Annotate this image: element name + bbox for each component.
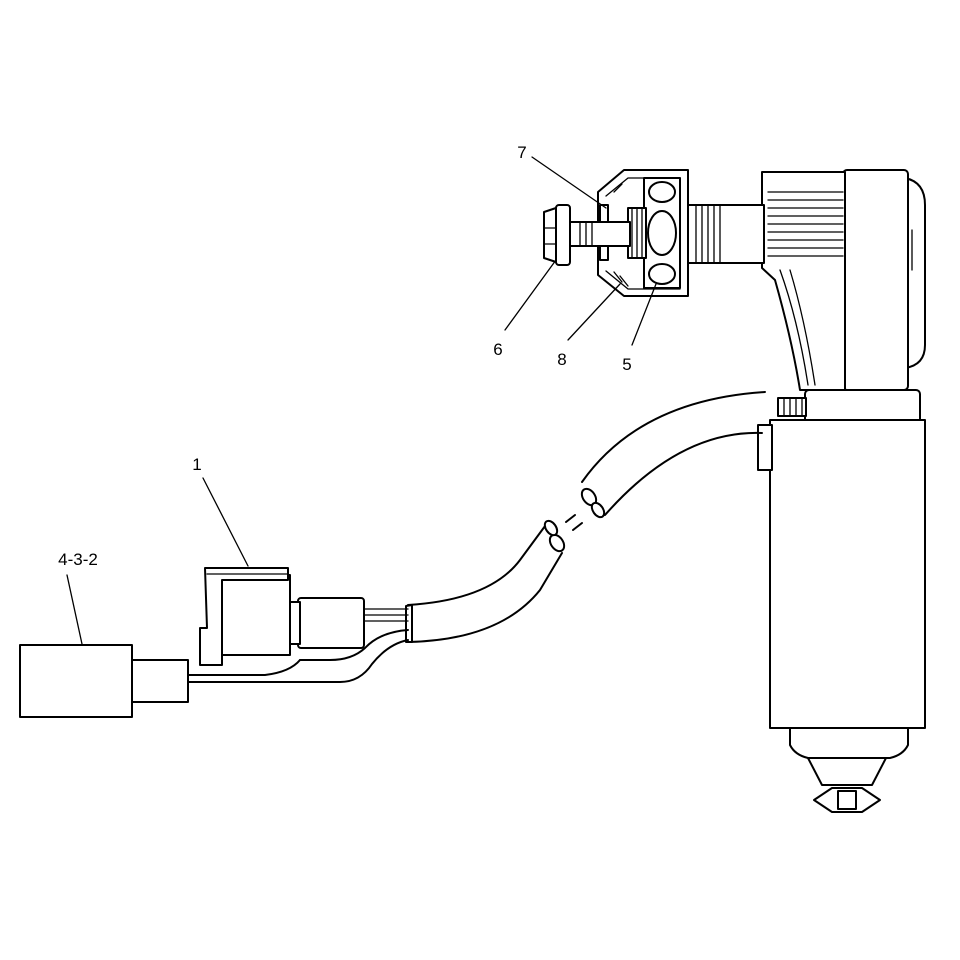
callout-8: 8 [557, 350, 566, 369]
harness-cable [187, 391, 766, 683]
callout-1: 1 [192, 455, 201, 474]
callout-4-3-2: 4-3-2 [58, 550, 98, 569]
adjusting-shaft-assembly [543, 169, 765, 297]
connector-1 [199, 567, 365, 666]
callout-6: 6 [493, 340, 502, 359]
leader-lines [66, 156, 657, 645]
callout-5: 5 [622, 355, 631, 374]
callout-7: 7 [517, 143, 526, 162]
connector-4-3-2 [19, 644, 189, 718]
sensor-housing [757, 169, 926, 813]
